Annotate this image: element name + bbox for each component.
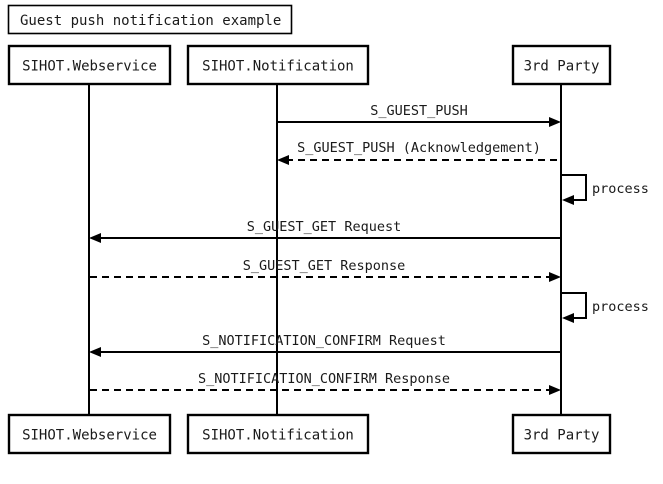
participant-box-thirdparty[interactable] [511, 44, 612, 86]
participant-foot-webservice[interactable]: SIHOT.Webservice [7, 413, 172, 455]
participant-foot-thirdparty[interactable]: 3rd Party [511, 413, 612, 455]
message-arrowhead-1 [549, 117, 561, 127]
message-arrowhead-6 [549, 385, 561, 395]
lifelines [88, 84, 562, 415]
message-4: S_GUEST_GET Response [90, 258, 561, 282]
message-5: S_NOTIFICATION_CONFIRM Request [89, 333, 560, 357]
title-box [7, 4, 293, 35]
message-arrowhead-3 [89, 233, 101, 243]
message-label-5: S_NOTIFICATION_CONFIRM Request [202, 333, 446, 349]
self-call-label-2: process [592, 299, 649, 315]
message-label-4: S_GUEST_GET Response [243, 258, 406, 274]
participant-label-thirdparty: 3rd Party [524, 59, 600, 75]
participant-box-notification[interactable] [186, 44, 370, 86]
message-arrowhead-5 [89, 347, 101, 357]
self-call-loop-2 [561, 292, 587, 319]
participant-label-notification-bottom: SIHOT.Notification [202, 428, 354, 444]
self-call-arrowhead-2 [562, 313, 574, 323]
participant-head-webservice[interactable]: SIHOT.Webservice [7, 44, 172, 86]
participant-label-webservice-bottom: SIHOT.Webservice [22, 428, 157, 444]
title-label: Guest push notification example [20, 13, 281, 29]
message-label-6: S_NOTIFICATION_CONFIRM Response [198, 371, 450, 387]
participant-foot-notification[interactable]: SIHOT.Notification [186, 413, 370, 455]
message-2: S_GUEST_PUSH (Acknowledgement) [277, 140, 560, 165]
message-label-1: S_GUEST_PUSH [370, 103, 468, 119]
message-label-3: S_GUEST_GET Request [247, 219, 401, 235]
participant-head-thirdparty[interactable]: 3rd Party [511, 44, 612, 86]
participant-box-webservice-bottom[interactable] [7, 413, 172, 455]
message-arrowhead-2 [277, 155, 289, 165]
self-call-2: process [561, 292, 649, 323]
participant-label-notification: SIHOT.Notification [202, 59, 354, 75]
self-call-label-1: process [592, 181, 649, 197]
self-call-arrowhead-1 [562, 195, 574, 205]
participant-label-thirdparty-bottom: 3rd Party [524, 428, 600, 444]
participant-head-notification[interactable]: SIHOT.Notification [186, 44, 370, 86]
message-label-2: S_GUEST_PUSH (Acknowledgement) [297, 140, 541, 156]
participant-box-webservice[interactable] [7, 44, 172, 86]
participant-label-webservice: SIHOT.Webservice [22, 59, 157, 75]
participant-box-notification-bottom[interactable] [186, 413, 370, 455]
self-call-loop-1 [561, 174, 587, 201]
message-1: S_GUEST_PUSH [278, 103, 561, 127]
self-call-1: process [561, 174, 649, 205]
participant-box-thirdparty-bottom[interactable] [511, 413, 612, 455]
message-arrowhead-4 [549, 272, 561, 282]
message-3: S_GUEST_GET Request [89, 219, 560, 243]
message-6: S_NOTIFICATION_CONFIRM Response [90, 371, 561, 395]
diagram-title: Guest push notification example [7, 4, 293, 35]
